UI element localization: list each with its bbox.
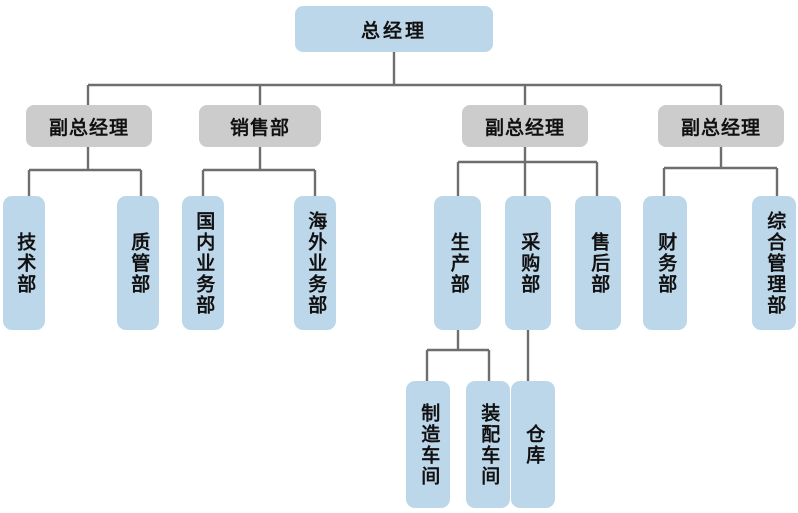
node-overseas-business-department[interactable]: 海外业务部	[294, 196, 336, 330]
node-procurement-department[interactable]: 采购部	[505, 196, 551, 330]
node-general-manager[interactable]: 总经理	[295, 6, 493, 52]
node-production-department[interactable]: 生产部	[434, 196, 481, 330]
node-administration-department[interactable]: 综合管理部	[752, 196, 796, 330]
node-sales-department[interactable]: 销售部	[199, 105, 321, 147]
node-aftersales-department[interactable]: 售后部	[575, 196, 621, 330]
node-quality-control-department[interactable]: 质管部	[117, 196, 159, 330]
node-assembly-workshop[interactable]: 装配车间	[466, 381, 510, 508]
node-finance-department[interactable]: 财务部	[643, 196, 687, 330]
node-manufacturing-workshop[interactable]: 制造车间	[406, 381, 450, 508]
node-deputy-gm-2[interactable]: 副总经理	[462, 105, 588, 147]
node-deputy-gm-1[interactable]: 副总经理	[26, 105, 152, 147]
node-domestic-business-department[interactable]: 国内业务部	[182, 196, 224, 330]
node-warehouse[interactable]: 仓库	[511, 381, 555, 508]
node-deputy-gm-3[interactable]: 副总经理	[658, 105, 784, 147]
node-technology-department[interactable]: 技术部	[3, 196, 45, 330]
